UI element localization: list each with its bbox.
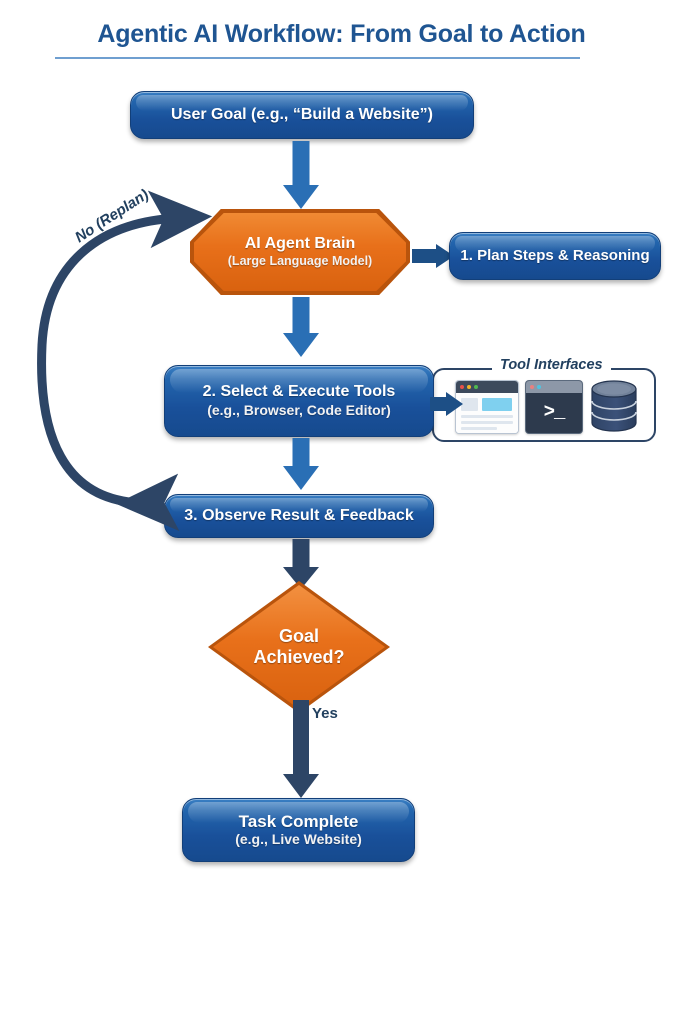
terminal-titlebar	[526, 381, 582, 393]
browser-content	[456, 393, 518, 433]
arrow-head	[283, 567, 319, 589]
arrow-goal-to-brain	[281, 141, 321, 209]
browser-text-line	[461, 421, 513, 424]
arrow-head	[283, 774, 319, 798]
arrow-head	[283, 333, 319, 357]
arrow-tools-to-interfaces	[430, 392, 466, 416]
arrow-decision-to-complete	[281, 700, 321, 804]
arrow-head	[283, 466, 319, 490]
edge-label-no-replan-text: No (Replan)	[72, 186, 152, 247]
browser-titlebar	[456, 381, 518, 393]
node-agent-brain[interactable]: AI Agent Brain (Large Language Model)	[190, 209, 410, 295]
node-agent-brain-title: AI Agent Brain	[244, 235, 356, 253]
node-task-complete-title: Task Complete	[238, 811, 359, 831]
tool-interfaces-legend: Tool Interfaces	[492, 357, 611, 373]
node-observe-result-label: 3. Observe Result & Feedback	[184, 506, 414, 524]
node-task-complete-subtitle: (e.g., Live Website)	[235, 831, 362, 848]
browser-block-cyan	[482, 398, 512, 411]
node-goal-achieved[interactable]: Goal Achieved?	[208, 581, 390, 713]
node-user-goal[interactable]: User Goal (e.g., “Build a Website”)	[130, 91, 474, 139]
terminal-dot-cyan	[537, 385, 541, 389]
arrow-brain-to-tools	[281, 297, 321, 365]
node-observe-result[interactable]: 3. Observe Result & Feedback	[164, 494, 434, 538]
browser-dot-red	[460, 385, 464, 389]
node-user-goal-label: User Goal (e.g., “Build a Website”)	[171, 105, 433, 123]
arrow-shaft	[292, 539, 310, 569]
browser-dot-yellow	[467, 385, 471, 389]
arrow-shaft	[293, 700, 309, 776]
arrow-head	[283, 185, 319, 209]
browser-text-line	[461, 415, 513, 418]
node-execute-tools-title: 2. Select & Execute Tools	[202, 383, 396, 401]
browser-text-line	[461, 427, 498, 430]
node-plan-steps-label: 1. Plan Steps & Reasoning	[460, 247, 650, 265]
terminal-dot-red	[530, 385, 534, 389]
arrow-shaft	[292, 438, 310, 468]
node-goal-achieved-line2: Achieved?	[253, 647, 345, 667]
terminal-prompt: >_	[526, 393, 582, 433]
edge-label-yes: Yes	[312, 705, 338, 722]
node-task-complete[interactable]: Task Complete (e.g., Live Website)	[182, 798, 415, 862]
arrow-shaft	[292, 297, 310, 335]
database-icon[interactable]	[589, 379, 639, 435]
arrow-shaft	[292, 141, 310, 187]
title-underline	[55, 57, 580, 59]
edge-label-no-replan: No (Replan)	[72, 161, 190, 246]
node-agent-brain-subtitle: (Large Language Model)	[227, 253, 373, 268]
arrow-observe-to-decision	[281, 539, 321, 597]
browser-block-gray	[461, 398, 478, 411]
node-execute-tools-subtitle: (e.g., Browser, Code Editor)	[207, 401, 391, 418]
node-plan-steps[interactable]: 1. Plan Steps & Reasoning	[449, 232, 661, 280]
arrow-tools-to-observe	[281, 438, 321, 496]
arrow-shaft	[430, 397, 448, 411]
node-execute-tools[interactable]: 2. Select & Execute Tools (e.g., Browser…	[164, 365, 434, 437]
browser-dot-green	[474, 385, 478, 389]
node-goal-achieved-line1: Goal	[278, 626, 319, 647]
terminal-icon[interactable]: >_	[525, 380, 583, 434]
arrow-shaft	[412, 249, 438, 263]
tool-icon-row: >_	[455, 379, 639, 435]
browser-window-icon[interactable]	[455, 380, 519, 434]
database-svg	[591, 380, 637, 432]
arrow-head	[446, 392, 463, 416]
page-title: Agentic AI Workflow: From Goal to Action	[97, 20, 586, 48]
